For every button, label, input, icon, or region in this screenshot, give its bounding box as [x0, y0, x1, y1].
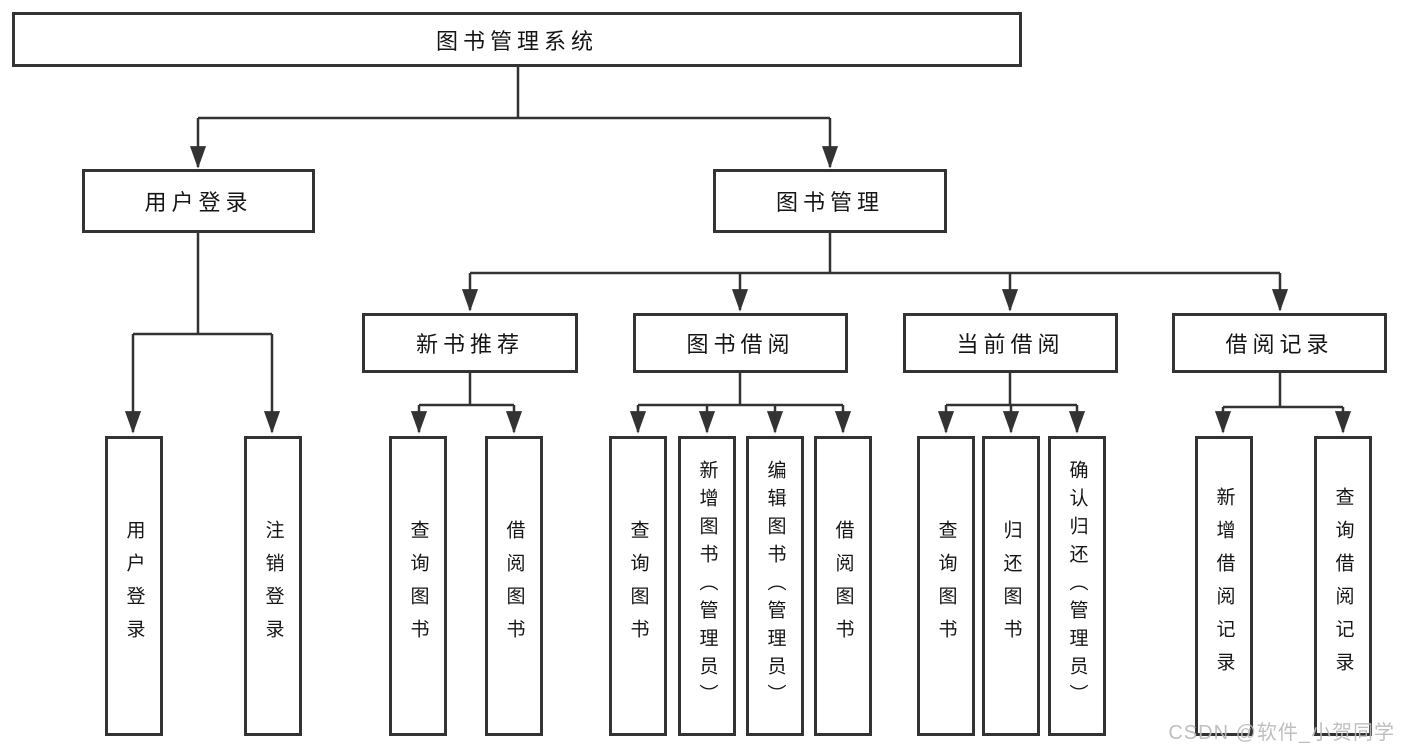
leaf-add-borrow-record: 新增借阅记录: [1195, 436, 1253, 736]
leaf-logout-label: 注销登录: [262, 520, 284, 652]
leaf-query-books-recommend-label: 查询图书: [407, 520, 429, 652]
leaf-edit-book-admin-label: 编辑图书（管理员）: [764, 460, 786, 712]
node-current-borrow: 当前借阅: [903, 313, 1118, 373]
leaf-user-login: 用户登录: [105, 436, 163, 736]
leaf-query-books-current: 查询图书: [917, 436, 975, 736]
node-borrow-records: 借阅记录: [1172, 313, 1387, 373]
leaf-return-book: 归还图书: [982, 436, 1040, 736]
leaf-query-books-current-label: 查询图书: [935, 520, 957, 652]
leaf-confirm-return-admin: 确认归还（管理员）: [1048, 436, 1106, 736]
leaf-query-borrow-record-label: 查询借阅记录: [1332, 487, 1354, 685]
node-root: 图书管理系统: [12, 12, 1022, 67]
leaf-add-book-admin-label: 新增图书（管理员）: [696, 460, 718, 712]
watermark: CSDN @软件_小贺同学: [1168, 722, 1395, 744]
leaf-borrow-books: 借阅图书: [814, 436, 872, 736]
leaf-edit-book-admin: 编辑图书（管理员）: [746, 436, 804, 736]
leaf-logout: 注销登录: [244, 436, 302, 736]
leaf-borrow-books-label: 借阅图书: [832, 520, 854, 652]
node-new-book-recommend: 新书推荐: [362, 313, 578, 373]
leaf-add-book-admin: 新增图书（管理员）: [678, 436, 736, 736]
leaf-return-book-label: 归还图书: [1000, 520, 1022, 652]
leaf-query-books-borrow: 查询图书: [609, 436, 667, 736]
leaf-borrow-books-recommend-label: 借阅图书: [503, 520, 525, 652]
node-book-management: 图书管理: [713, 169, 947, 233]
leaf-confirm-return-admin-label: 确认归还（管理员）: [1066, 460, 1088, 712]
leaf-query-books-recommend: 查询图书: [389, 436, 447, 736]
leaf-add-borrow-record-label: 新增借阅记录: [1213, 487, 1235, 685]
leaf-query-books-borrow-label: 查询图书: [627, 520, 649, 652]
node-user-login: 用户登录: [82, 169, 315, 233]
leaf-query-borrow-record: 查询借阅记录: [1314, 436, 1372, 736]
node-book-borrow: 图书借阅: [633, 313, 848, 373]
leaf-user-login-label: 用户登录: [123, 520, 145, 652]
leaf-borrow-books-recommend: 借阅图书: [485, 436, 543, 736]
